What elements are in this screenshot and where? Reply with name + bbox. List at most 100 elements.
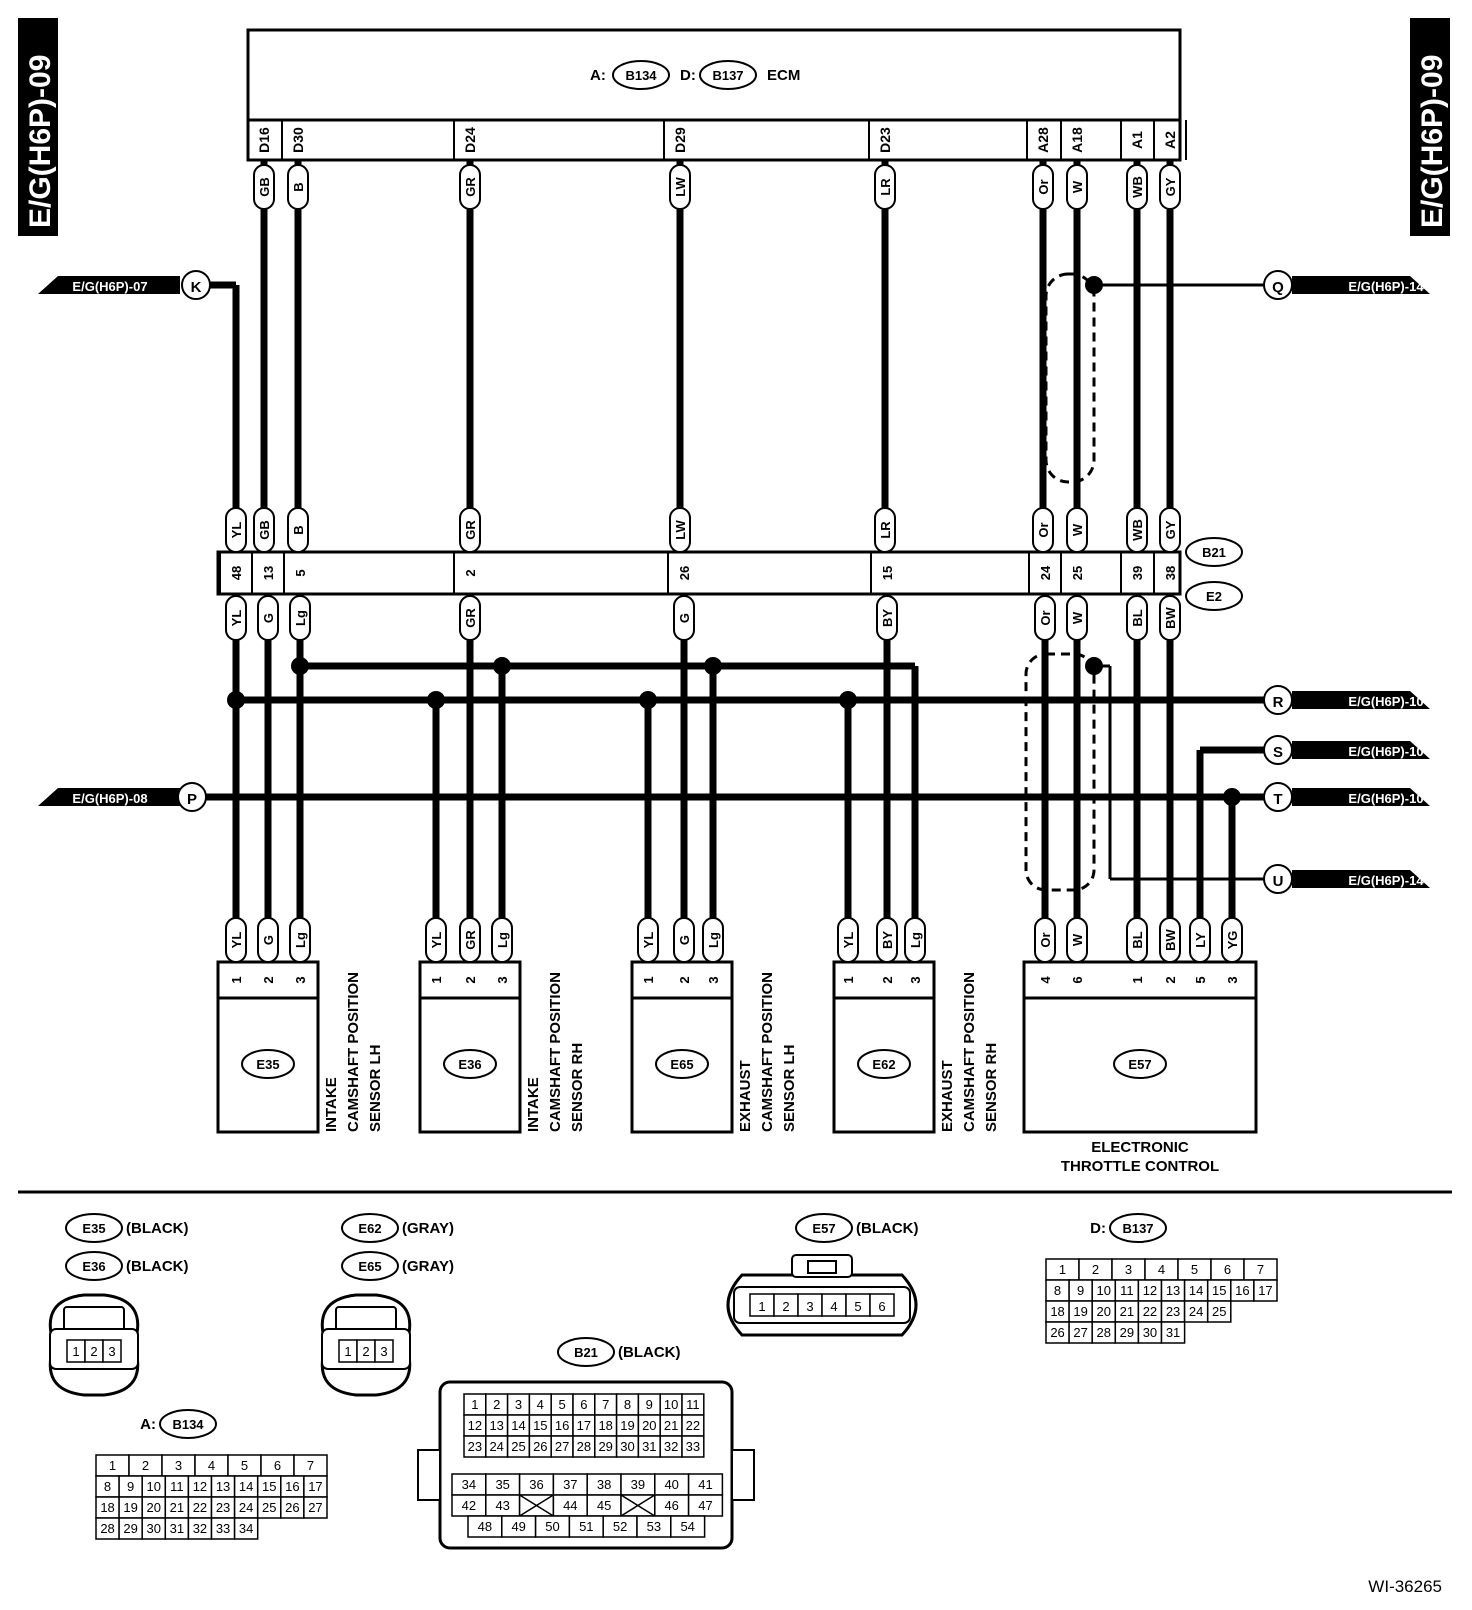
wire-color-label: LW [673, 177, 688, 197]
ref-letter: R [1273, 694, 1284, 711]
wire-tag-outline [1034, 917, 1056, 963]
ref-t: E/G(H6P)-10T [1263, 782, 1430, 812]
joint-pin-label: 24 [1038, 565, 1053, 580]
ref-circle [177, 782, 207, 812]
component-name: CAMSHAFT POSITION [345, 972, 362, 1132]
joint-pin-label: 39 [1130, 566, 1145, 580]
component-name: SENSOR LH [781, 1044, 798, 1132]
pin-number: 2 [782, 1299, 789, 1314]
ecm-pin-label: D30 [290, 127, 306, 153]
pin-number: 9 [127, 1479, 134, 1494]
component-name: ELECTRONIC [1091, 1139, 1189, 1156]
pin-number: 27 [555, 1439, 569, 1454]
wire-tag-outline [1189, 917, 1211, 963]
ref-q: E/G(H6P)-14Q [1263, 270, 1430, 300]
component-pin: 3 [293, 976, 308, 983]
wire-color-tag: BY [876, 917, 898, 963]
connector-latch-inner [807, 1260, 837, 1274]
pin-number: 39 [631, 1477, 645, 1492]
wire-color-tag: BW [1159, 595, 1181, 641]
wire-color-label: Or [1038, 610, 1053, 625]
ref-arrow [1292, 741, 1430, 759]
pin-number: 2 [90, 1344, 97, 1359]
wire-color-tag: GY [1159, 507, 1181, 553]
pin-number: 36 [529, 1477, 543, 1492]
ref-letter: S [1273, 744, 1283, 761]
wire-color-label: BL [1130, 609, 1145, 626]
svg-text:E2: E2 [1206, 589, 1222, 604]
svg-text:ECM: ECM [767, 67, 800, 84]
wire-color-label: GY [1163, 520, 1178, 539]
pin-number: 5 [241, 1458, 248, 1473]
pin-number: 32 [193, 1521, 207, 1536]
pin-number: 30 [147, 1521, 161, 1536]
wire-tag-outline [459, 164, 481, 210]
component-name: THROTTLE CONTROL [1061, 1158, 1219, 1175]
wire-tag-outline [257, 595, 279, 641]
wire-tag-outline [673, 917, 695, 963]
pin-number: 22 [686, 1418, 700, 1433]
conn-e36-label: E36(BLACK) [65, 1251, 188, 1281]
pin-number: 1 [1059, 1262, 1066, 1277]
component-id: E57 [1128, 1057, 1151, 1072]
pin-number: 33 [216, 1521, 230, 1536]
component-id: E62 [872, 1057, 895, 1072]
wire-color-tag: W [1066, 595, 1088, 641]
wire-tag-outline [1066, 507, 1088, 553]
wire-tag-outline [1126, 595, 1148, 641]
wire-tag-outline [225, 917, 247, 963]
wire-color-label: YL [841, 932, 856, 949]
wire-color-label: YL [229, 522, 244, 539]
svg-text:D:: D: [680, 67, 696, 84]
pin-number: 27 [308, 1500, 322, 1515]
connector-id-outline [159, 1409, 217, 1439]
component-id-outline [443, 1049, 497, 1079]
connector-id: E36 [82, 1259, 105, 1274]
ref-label: E/G(H6P)-14 [1348, 279, 1424, 294]
pin-number: 23 [468, 1439, 482, 1454]
component-name: CAMSHAFT POSITION [759, 972, 776, 1132]
wire-tag-outline [1126, 507, 1148, 553]
wire-color-label: LR [878, 178, 893, 196]
connector-id: B134 [172, 1417, 204, 1432]
joint-connector-b21-e2: B21 E2 [216, 537, 1243, 611]
wire-tag-outline [225, 507, 247, 553]
wire-color-tag: YL [425, 917, 447, 963]
wire-color-tag: LR [874, 507, 896, 553]
joint-pin-label: 26 [677, 566, 692, 580]
wire-color-tag: LR [874, 164, 896, 210]
pin-number: 11 [686, 1397, 700, 1412]
pin-number: 3 [806, 1299, 813, 1314]
wire-color-label: GB [257, 520, 272, 540]
pin-number: 13 [489, 1418, 503, 1433]
pin-number: 2 [142, 1458, 149, 1473]
component-pin: 1 [429, 976, 444, 983]
pin-cell [233, 1517, 259, 1540]
wire-color-label: GR [463, 930, 478, 950]
ref-u: E/G(H6P)-14U [1263, 864, 1430, 894]
pin-number: 8 [624, 1397, 631, 1412]
pin-number: 46 [664, 1498, 678, 1513]
pin-number: 22 [193, 1500, 207, 1515]
pin-number: 9 [646, 1397, 653, 1412]
pin-number: 16 [1235, 1283, 1249, 1298]
wire-color-label: Lg [908, 932, 923, 948]
wire-color-label: G [677, 935, 692, 945]
component-pin: 3 [908, 976, 923, 983]
wire-color-label: YL [429, 932, 444, 949]
wire-color-label: YG [1225, 931, 1240, 950]
pin-number: 12 [193, 1479, 207, 1494]
wire-color-label: YL [641, 932, 656, 949]
shield-u [1024, 652, 1096, 892]
pin-number: 31 [1166, 1325, 1180, 1340]
pin-number: 25 [511, 1439, 525, 1454]
ref-letter: P [187, 791, 197, 808]
wire-tag-outline [1066, 917, 1088, 963]
pin-number: 21 [1120, 1304, 1134, 1319]
pin-number: 1 [72, 1344, 79, 1359]
wire-tag-outline [874, 164, 896, 210]
wire-color-label: G [677, 613, 692, 623]
pin-number: 13 [1166, 1283, 1180, 1298]
ref-s: E/G(H6P)-10S [1263, 735, 1430, 765]
